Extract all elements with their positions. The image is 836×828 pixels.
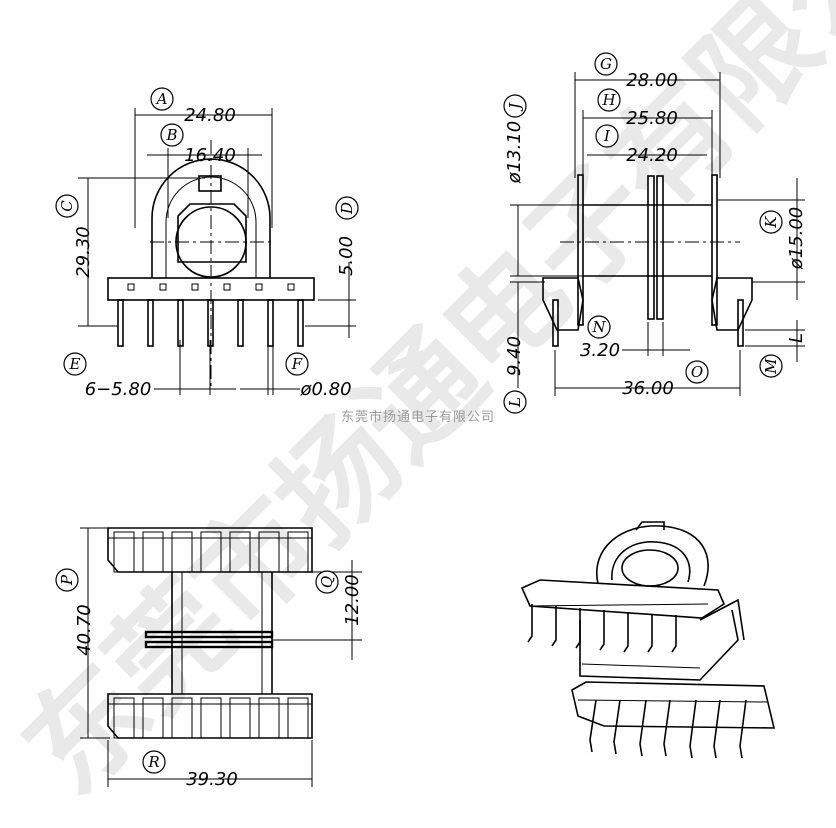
dim-O-value: 36.00 bbox=[622, 378, 674, 399]
side-right-pin bbox=[737, 299, 744, 347]
side-left-flange bbox=[577, 174, 584, 326]
label-D: D bbox=[338, 202, 356, 215]
label-O: O bbox=[691, 363, 703, 381]
label-Q: Q bbox=[318, 576, 336, 588]
iso-yoke-inner bbox=[611, 541, 691, 583]
iso-body bbox=[579, 609, 739, 681]
iso-top-flange bbox=[520, 579, 726, 619]
dim-F-value: ø0.80 bbox=[299, 379, 351, 400]
label-K: K bbox=[762, 216, 780, 229]
front-view: A 24.80 B 16.40 C 29.30 D 5.00 E 6−5.80 bbox=[55, 87, 359, 400]
label-F-circle bbox=[285, 352, 309, 376]
dim-B-value: 16.40 bbox=[184, 145, 236, 166]
label-A-circle bbox=[150, 87, 174, 111]
bottom-divider-b bbox=[144, 640, 274, 649]
front-top-notch bbox=[198, 175, 222, 192]
label-E-circle bbox=[63, 352, 87, 376]
dim-H-value: 25.80 bbox=[626, 108, 678, 129]
side-right-base bbox=[711, 277, 753, 331]
side-divider-b bbox=[656, 175, 664, 320]
label-K-circle bbox=[759, 210, 783, 234]
label-H: H bbox=[601, 91, 616, 109]
dim-R-value: 39.30 bbox=[186, 769, 238, 790]
iso-top-notch bbox=[635, 521, 665, 531]
iso-bottom-flange bbox=[571, 681, 776, 729]
side-divider-a bbox=[647, 175, 655, 320]
label-F: F bbox=[291, 355, 303, 373]
label-G: G bbox=[600, 55, 612, 73]
label-C: C bbox=[58, 200, 76, 212]
bottom-divider-a bbox=[144, 630, 274, 639]
label-L: L bbox=[506, 397, 524, 408]
dim-C-value: 29.30 bbox=[73, 226, 94, 278]
label-A: A bbox=[155, 90, 168, 108]
dim-J-value: ø13.10 bbox=[504, 121, 525, 185]
dim-P-value: 40.70 bbox=[74, 604, 95, 656]
label-M: M bbox=[762, 358, 780, 375]
front-core-hex bbox=[177, 203, 247, 263]
label-I: I bbox=[603, 127, 611, 145]
dim-G-value: 28.00 bbox=[626, 70, 678, 91]
label-D-circle bbox=[335, 196, 359, 220]
label-H-circle bbox=[597, 88, 621, 112]
dim-A-value: 24.80 bbox=[184, 105, 236, 126]
label-M-circle bbox=[759, 354, 783, 378]
iso-bottom-pins bbox=[589, 699, 747, 759]
dim-I-value: 24.20 bbox=[626, 145, 678, 166]
dim-M-value: L bbox=[786, 333, 807, 343]
label-E: E bbox=[69, 355, 81, 373]
dim-L-value: 9.40 bbox=[504, 336, 525, 376]
side-left-pin bbox=[552, 299, 559, 347]
bottom-bottom-pins bbox=[113, 697, 309, 739]
iso-core-opening bbox=[621, 549, 679, 587]
dim-D-value: 5.00 bbox=[336, 236, 357, 276]
side-view: G 28.00 H 25.80 I 24.20 J ø13.10 K ø15.0… bbox=[503, 52, 807, 414]
side-right-flange bbox=[711, 174, 718, 326]
isometric-view bbox=[520, 521, 776, 759]
bottom-view: P 40.70 Q 12.00 R 39.30 bbox=[55, 527, 363, 790]
dim-K-value: ø15.00 bbox=[786, 207, 807, 271]
label-J: J bbox=[506, 102, 524, 112]
label-I-circle bbox=[595, 124, 619, 148]
side-left-base bbox=[542, 277, 584, 331]
label-R-circle bbox=[142, 750, 166, 774]
dim-N-value: 3.20 bbox=[580, 340, 620, 361]
label-P-circle bbox=[55, 568, 79, 592]
label-C-circle bbox=[55, 194, 79, 218]
dim-Q-value: 12.00 bbox=[342, 574, 363, 626]
label-N-circle bbox=[587, 315, 611, 339]
label-B: B bbox=[165, 126, 177, 144]
label-O-circle bbox=[685, 360, 709, 384]
label-G-circle bbox=[594, 52, 618, 76]
label-B-circle bbox=[160, 123, 184, 147]
company-caption: 东莞市扬通电子有限公司 bbox=[341, 409, 495, 425]
label-L-circle bbox=[503, 390, 527, 414]
label-P: P bbox=[58, 574, 76, 586]
dim-E-value: 6−5.80 bbox=[85, 379, 152, 400]
front-pins bbox=[117, 299, 304, 347]
label-R: R bbox=[147, 753, 159, 771]
label-N: N bbox=[591, 318, 606, 336]
label-J-circle bbox=[503, 94, 527, 118]
iso-yoke-outer bbox=[595, 525, 709, 587]
label-Q-circle bbox=[315, 570, 339, 594]
front-pin-slots bbox=[127, 283, 295, 291]
